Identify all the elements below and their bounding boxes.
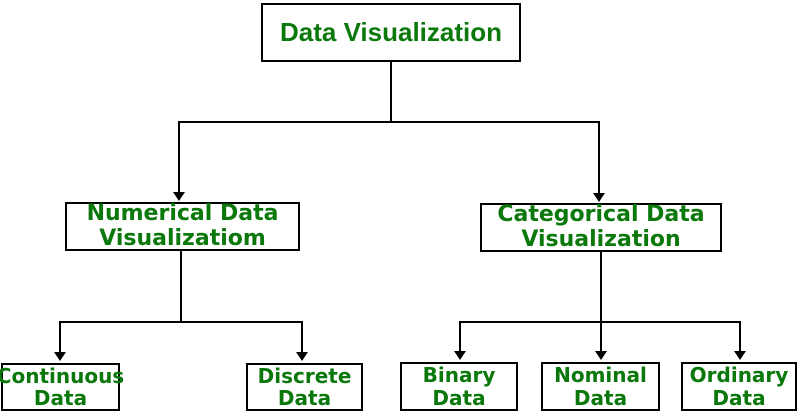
arrowhead-discrete [296,352,308,361]
node-continuous-data: Continuous Data [0,363,125,411]
node-numerical-data-visualization: Numerical Data Visualizatiom [65,201,300,251]
edge-root-to-level2 [173,62,605,202]
node-ordinary-data: Ordinary Data [681,362,797,411]
arrowhead-nominal [595,351,607,360]
arrowhead-continuous [54,352,66,361]
node-nominal-data: Nominal Data [541,362,660,411]
edge-numerical-to-leaves [54,250,308,361]
node-discrete-data: Discrete Data [246,363,363,411]
arrowhead-ordinary [734,351,746,360]
arrowhead-categorical [593,193,605,202]
node-binary-data: Binary Data [400,362,518,411]
arrowhead-numerical [173,192,185,201]
edge-categorical-to-leaves [454,251,746,360]
node-data-visualization: Data Visualization [261,3,521,62]
arrowhead-binary [454,351,466,360]
node-categorical-data-visualization: Categorical Data Visualization [480,202,722,252]
